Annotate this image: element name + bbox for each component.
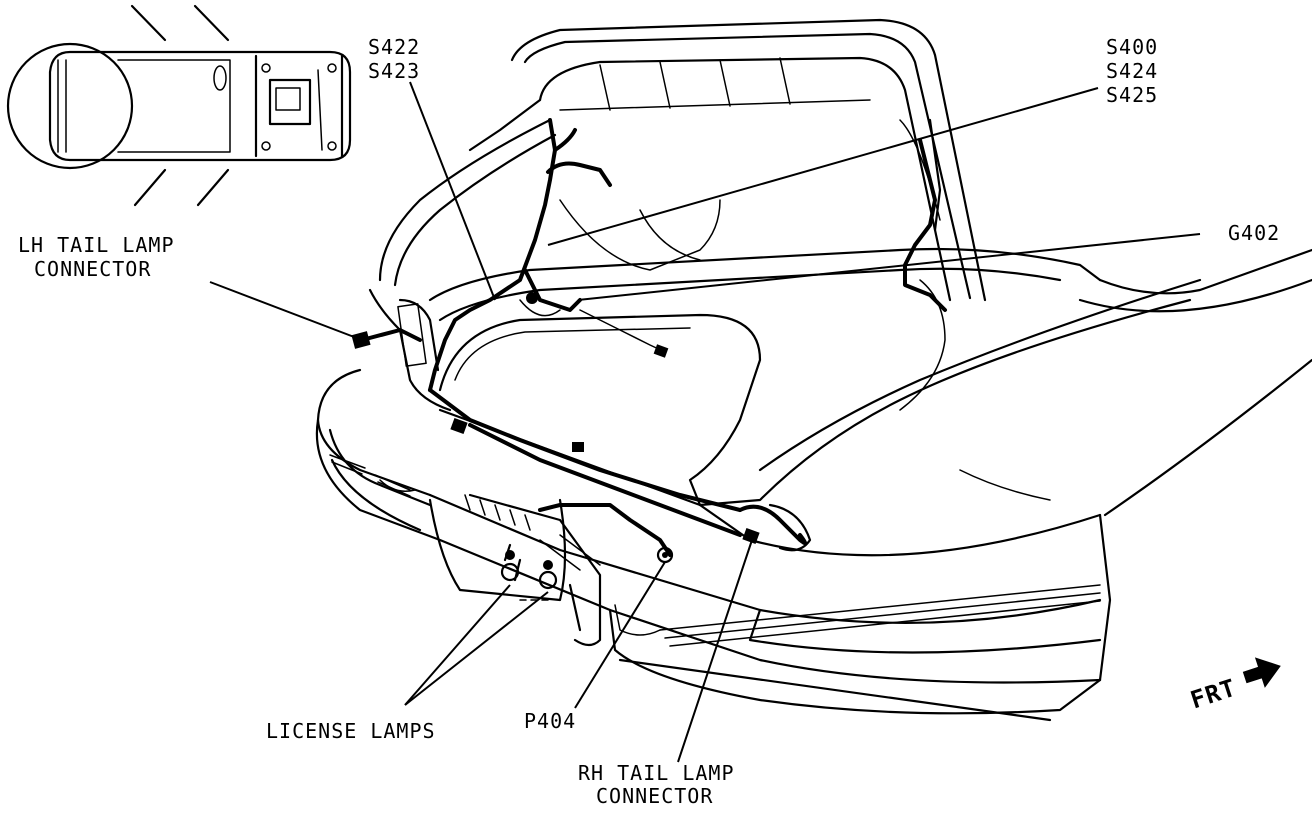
label-s423: S423 xyxy=(368,59,420,83)
label-rh-tail-lamp: RH TAIL LAMP xyxy=(578,761,735,785)
vehicle-rear-illustration xyxy=(315,18,1312,722)
label-g402: G402 xyxy=(1228,221,1280,245)
label-lh-connector: CONNECTOR xyxy=(34,257,151,281)
front-indicator: FRT xyxy=(1187,657,1281,715)
callout-labels: S422 S423 S400 S424 S425 G402 LH TAIL LA… xyxy=(18,35,1280,808)
label-s422: S422 xyxy=(368,35,420,59)
arrow-right-icon xyxy=(1242,657,1281,688)
label-s400: S400 xyxy=(1106,35,1158,59)
label-s425: S425 xyxy=(1106,83,1158,107)
label-s424: S424 xyxy=(1106,59,1158,83)
label-license-lamps: LICENSE LAMPS xyxy=(266,719,436,743)
locator-inset xyxy=(6,4,352,207)
label-frt: FRT xyxy=(1187,674,1240,715)
label-lh-tail-lamp: LH TAIL LAMP xyxy=(18,233,175,257)
leader-lines xyxy=(209,81,1201,763)
label-p404: P404 xyxy=(524,709,576,733)
label-rh-connector: CONNECTOR xyxy=(596,784,713,808)
